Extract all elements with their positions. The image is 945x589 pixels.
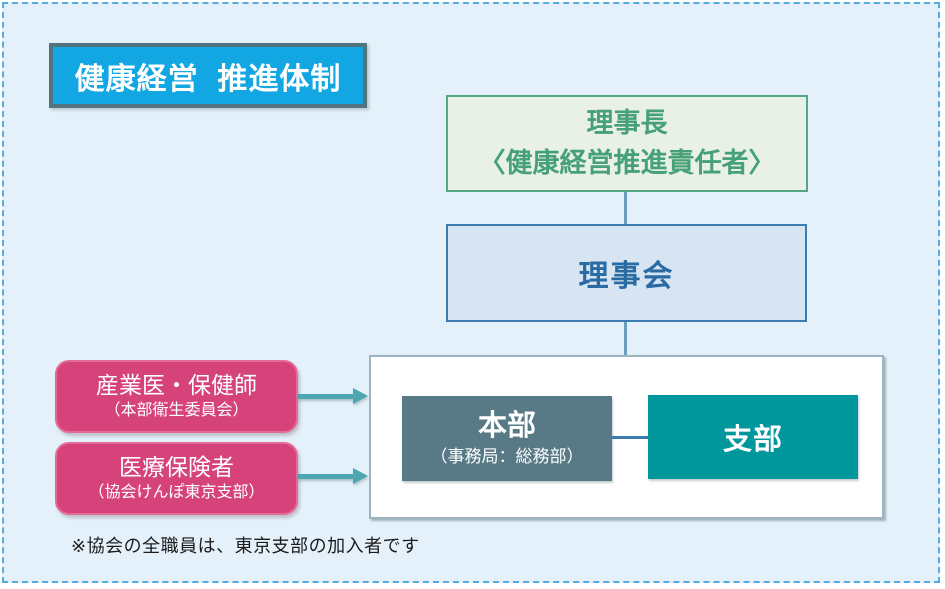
arrow-shaft xyxy=(297,394,354,399)
headquarters-box: 本部 （事務局：総務部） xyxy=(402,396,612,481)
medical-insurer-label: 医療保険者 xyxy=(119,454,234,481)
medical-insurer-sublabel: （協会けんぽ東京支部） xyxy=(88,484,265,502)
branch-box: 支部 xyxy=(648,395,858,479)
footnote: ※協会の全職員は、東京支部の加入者です xyxy=(71,536,420,556)
arrow-shaft xyxy=(297,474,354,479)
medical-insurer-box: 医療保険者 （協会けんぽ東京支部） xyxy=(55,442,298,515)
chairman-box: 理事長 〈健康経営推進責任者〉 xyxy=(446,95,808,192)
arrow-physician-to-container xyxy=(297,388,369,405)
title-box: 健康経営 推進体制 xyxy=(49,43,367,108)
headquarters-sublabel: （事務局：総務部） xyxy=(430,447,584,467)
arrow-head-icon xyxy=(353,468,368,484)
page-title: 健康経営 推進体制 xyxy=(74,62,342,96)
connector-headquarters-branch xyxy=(612,436,648,439)
connector-chairman-board xyxy=(624,192,627,224)
chairman-title: 理事長 xyxy=(586,108,668,139)
arrow-insurer-to-container xyxy=(297,468,369,485)
connector-board-container xyxy=(624,322,627,355)
occupational-physician-label: 産業医・保健師 xyxy=(96,372,257,399)
board-label: 理事会 xyxy=(578,260,675,293)
headquarters-label: 本部 xyxy=(477,409,536,442)
board-box: 理事会 xyxy=(446,224,807,322)
occupational-physician-box: 産業医・保健師 （本部衛生委員会） xyxy=(55,360,298,433)
occupational-physician-sublabel: （本部衛生委員会） xyxy=(104,402,249,420)
chairman-subtitle: 〈健康経営推進責任者〉 xyxy=(478,147,776,178)
branch-label: 支部 xyxy=(722,424,783,456)
arrow-head-icon xyxy=(353,388,368,404)
